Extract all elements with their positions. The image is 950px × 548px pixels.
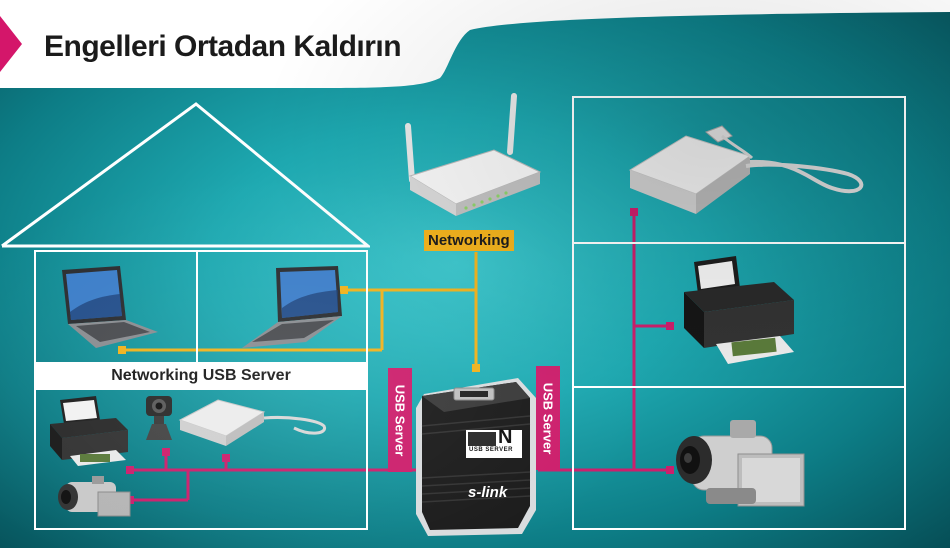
usb-server-brand: s-link — [468, 484, 508, 501]
webcam-icon — [146, 396, 172, 440]
usb-server-badge: N — [498, 426, 513, 448]
title-banner — [0, 0, 950, 88]
usb-lines-right — [538, 212, 670, 472]
usb-lines-left — [130, 452, 416, 502]
video-camera-small-icon — [58, 476, 131, 517]
usb-server-label-left: USB Server — [388, 368, 412, 472]
usb-server-device-icon — [416, 378, 536, 536]
wireless-router-icon — [405, 93, 542, 216]
video-camera-icon — [676, 420, 805, 507]
networking-label: Networking — [424, 230, 514, 251]
usb-server-model-text: USB SERVER — [469, 447, 513, 453]
external-drive-icon — [628, 125, 864, 214]
networking-usb-server-label: Networking USB Server — [36, 362, 366, 390]
house-roof — [1, 102, 370, 248]
laptop-right-icon — [242, 266, 342, 348]
printer-small-icon — [50, 396, 128, 466]
printer-icon — [684, 256, 794, 364]
house-room-divider — [196, 250, 198, 362]
pink-arrow-marker — [0, 16, 22, 72]
laptop-left-icon — [62, 266, 158, 348]
external-drive-small-icon — [178, 399, 327, 446]
page-title: Engelleri Ortadan Kaldırın — [44, 30, 402, 63]
right-frame-camera — [572, 386, 906, 530]
usb-server-label-right: USB Server — [536, 366, 560, 470]
